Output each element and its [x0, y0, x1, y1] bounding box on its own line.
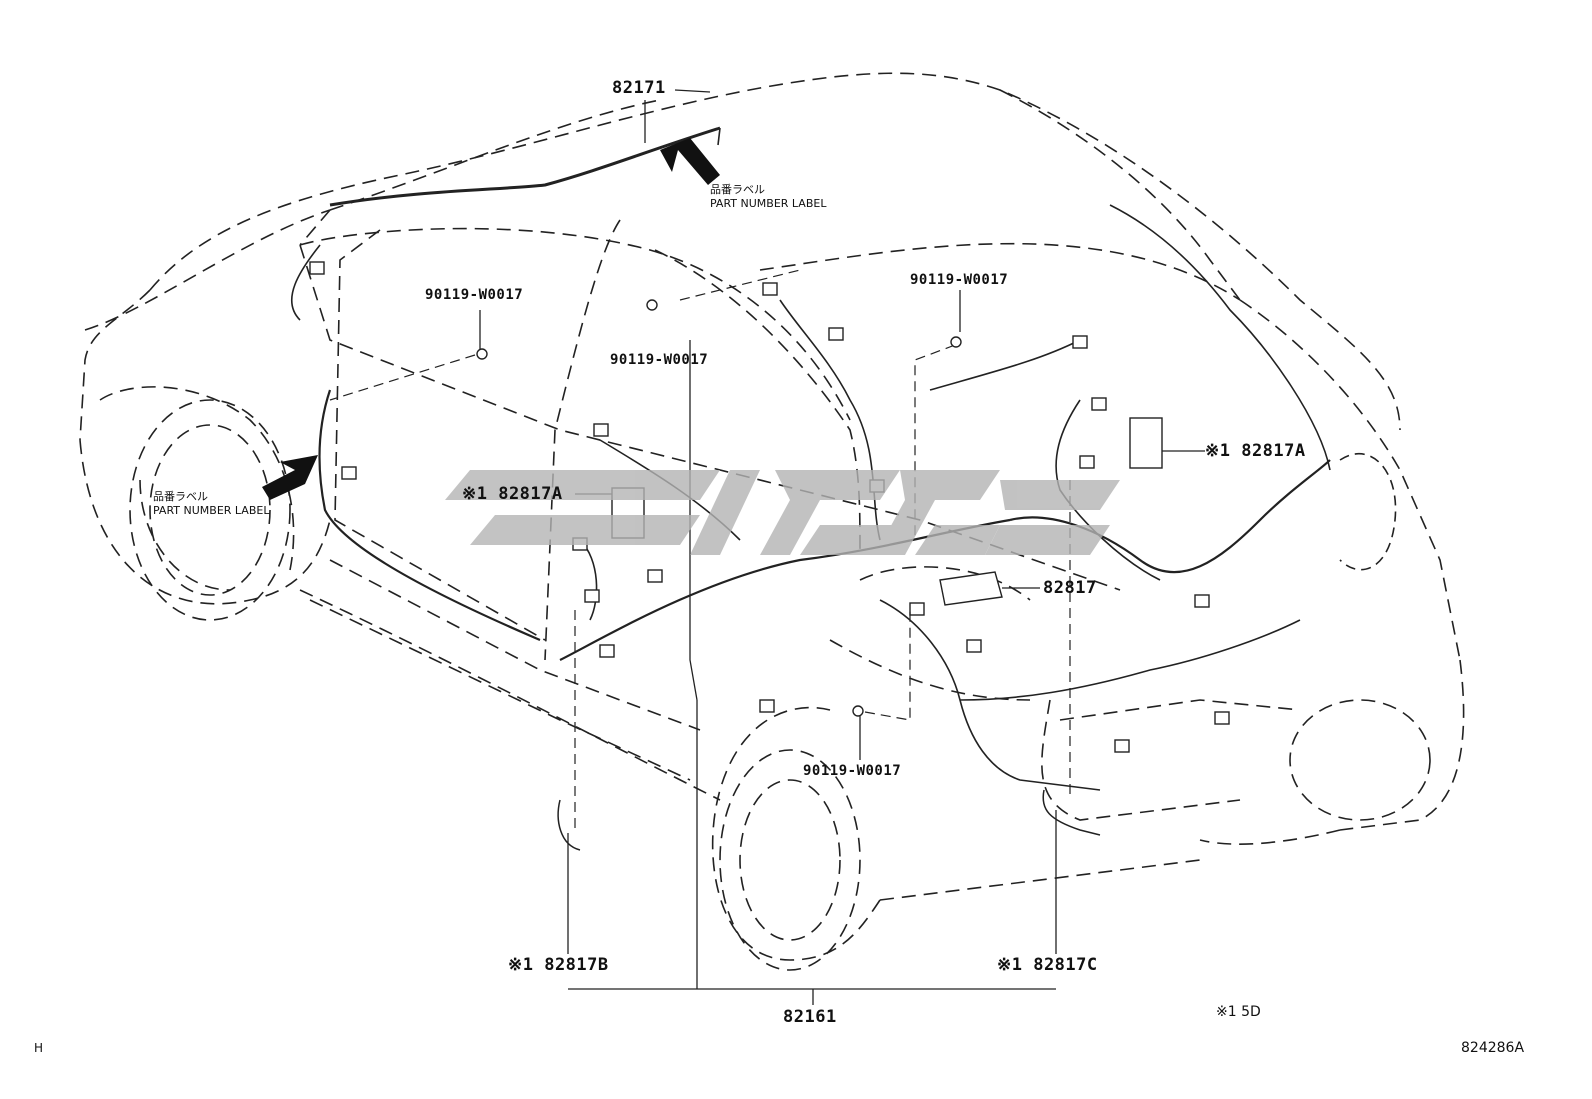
part-number-label-note-top: 品番ラベル PART NUMBER LABEL — [710, 183, 826, 211]
label-left-part-number[interactable]: ※1 82817A — [462, 484, 563, 504]
corner-letter: H — [34, 1041, 44, 1055]
connector-c-part-number[interactable]: ※1 82817C — [997, 955, 1098, 975]
part-number-label-en: PART NUMBER LABEL — [153, 504, 270, 517]
part-number-label-jp: 品番ラベル — [153, 490, 208, 503]
bolt-lower-part-number[interactable]: 90119-W0017 — [803, 763, 902, 779]
roof-harness-part-number[interactable]: 82171 — [612, 78, 666, 98]
bolt-upper-left-part-number[interactable]: 90119-W0017 — [425, 287, 524, 303]
part-number-label-en: PART NUMBER LABEL — [710, 197, 827, 210]
bolt-upper-mid-part-number[interactable]: 90119-W0017 — [610, 352, 709, 368]
floor-harness-part-number[interactable]: 82161 — [783, 1007, 837, 1027]
label-right-part-number[interactable]: ※1 82817A — [1205, 441, 1306, 461]
part-number-label-note-left: 品番ラベル PART NUMBER LABEL — [153, 490, 269, 518]
part-number-label-jp: 品番ラベル — [710, 183, 765, 196]
bolt-upper-right-part-number[interactable]: 90119-W0017 — [910, 272, 1009, 288]
protector-part-number[interactable]: 82817 — [1043, 578, 1097, 598]
connector-b-part-number[interactable]: ※1 82817B — [508, 955, 609, 975]
footnote: ※1 5D — [1216, 1004, 1261, 1020]
diagram-id: 824286A — [1461, 1040, 1525, 1056]
watermark-logo — [445, 470, 1120, 555]
